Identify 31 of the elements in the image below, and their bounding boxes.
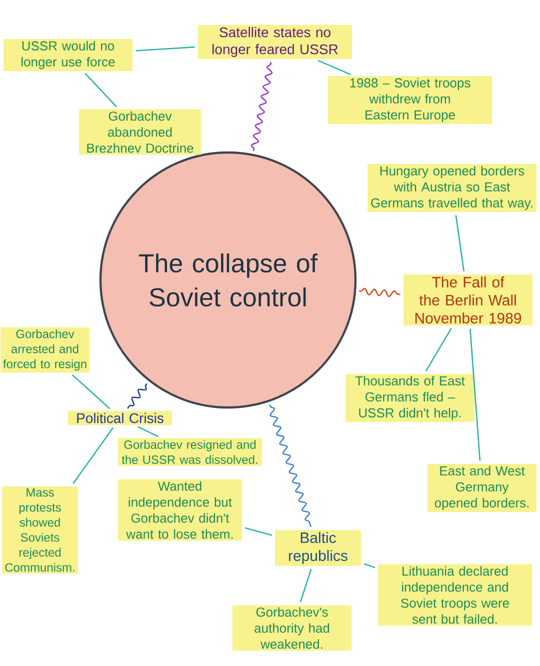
connector-line: [72, 374, 110, 410]
note-text: Gorbachev resigned and the USSR was dissolved.: [118, 438, 262, 466]
connector-line: [72, 427, 114, 484]
note-text: The Fall of the Berlin Wall November 1989: [404, 274, 532, 326]
connector-line: [364, 563, 376, 568]
connector-line: [469, 328, 481, 461]
connector-line: [425, 328, 452, 372]
note-text: Lithuania declared independence and Soviet troops were sent but failed.: [378, 564, 532, 626]
note-text: Gorbachev abandoned Brezhnev Doctrine: [79, 109, 201, 155]
connector-line: [250, 62, 273, 152]
note-text: East and West Germany opened borders.: [428, 464, 536, 512]
note-text: Mass protests showed Soviets rejected Communism.: [2, 486, 78, 574]
note-text: Thousands of East Germans fled – USSR didn't help.: [346, 374, 474, 422]
connector-line: [244, 527, 272, 536]
connector-line: [136, 46, 195, 52]
connector-line: [300, 568, 312, 602]
connector-line: [269, 404, 312, 528]
connector-line: [455, 215, 465, 272]
connector-line: [84, 73, 117, 108]
connector-line: [359, 288, 400, 298]
connector-line: [318, 60, 352, 76]
note-text: Political Crisis: [68, 410, 172, 426]
connector-line: [138, 426, 159, 438]
note-text: USSR would no longer use force: [4, 38, 132, 72]
note-text: 1988 – Soviet troops withdrew from Eastern Europe: [328, 76, 492, 124]
note-text: Wanted independence but Gorbachev didn't want to lose them.: [118, 479, 242, 541]
note-text: Gorbachev's authority had weakened.: [232, 605, 352, 651]
note-text: Baltic republics: [275, 530, 361, 566]
note-text: Satellite states no longer feared USSR: [198, 24, 352, 60]
note-text: Gorbachev arrested and forced to resign: [0, 327, 90, 373]
note-text: Hungary opened borders with Austria so East Germans travelled that way.: [368, 164, 536, 212]
